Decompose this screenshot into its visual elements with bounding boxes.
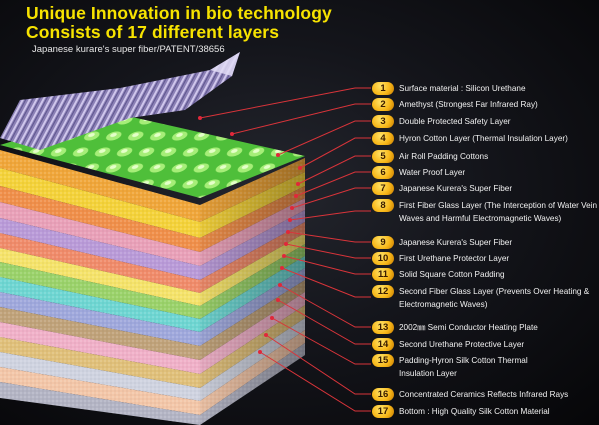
layer-stack [0,150,305,425]
layer-number-badge: 10 [372,252,394,265]
layer-number-badge: 2 [372,98,394,111]
layer-number-badge: 9 [372,236,394,249]
layer-number-badge: 15 [372,354,394,367]
layer-number-badge: 11 [372,268,394,281]
layer-number-badge: 5 [372,150,394,163]
layer-number-badge: 7 [372,182,394,195]
layer-label: First Urethane Protector Layer [399,254,510,263]
layer-label: Second Fiber Glass Layer (Prevents Over … [399,287,590,309]
layer-label: Surface material : Silicon Urethane [399,84,526,93]
layer-number-badge: 13 [372,321,394,334]
layer-number-badge: 6 [372,166,394,179]
peeled-cover [0,52,240,150]
layer-number-badge: 4 [372,132,394,145]
layer-label: Second Urethane Protective Layer [399,340,525,349]
layer-label: 2002㎜ Semi Conductor Heating Plate [399,323,538,332]
layer-number-badge: 12 [372,285,394,298]
layer-label: Amethyst (Strongest Far Infrared Ray) [399,100,538,109]
layer-number-badge: 14 [372,338,394,351]
subtitle: Japanese kurare's super fiber/PATENT/386… [32,44,225,55]
layer-number-badge: 8 [372,199,394,212]
layer-label: First Fiber Glass Layer (The Interceptio… [399,201,598,223]
layer-label: Concentrated Ceramics Reflects Infrared … [399,390,569,399]
layer-label: Air Roll Padding Cottons [399,152,489,161]
leader-lines [199,87,371,412]
headline-line-1: Unique Innovation in bio technology [26,3,332,23]
layer-number-badge: 3 [372,115,394,128]
layer-label: Japanese Kurera's Super Fiber [399,238,513,247]
headline-line-2: Consists of 17 different layers [26,22,280,42]
layer-label: Japanese Kurera's Super Fiber [399,184,513,193]
layer-label: Water Proof Layer [399,168,466,177]
layer-label: Double Protected Safety Layer [399,117,511,126]
leader-dots [198,116,302,354]
layer-label: Padding-Hyron Silk Cotton Thermal Insula… [399,356,528,378]
layer-label: Bottom : High Quality Silk Cotton Materi… [399,407,550,416]
layer-number-badge: 1 [372,82,394,95]
layer-label: Hyron Cotton Layer (Thermal Insulation L… [399,134,568,143]
layer-number-badge: 17 [372,405,394,418]
layer-number-badge: 16 [372,388,394,401]
layer-label: Solid Square Cotton Padding [399,270,505,279]
